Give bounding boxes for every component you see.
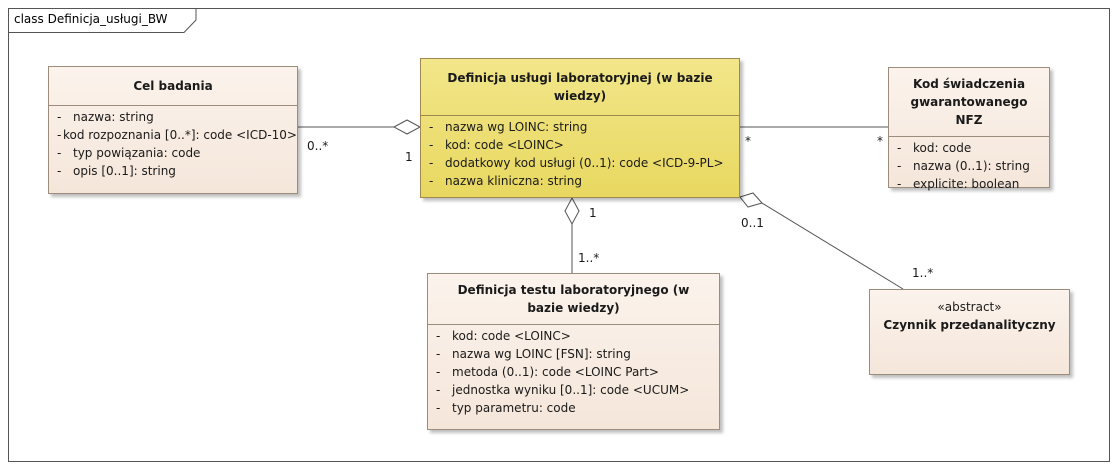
multiplicity-label: * <box>745 134 751 148</box>
class-czynnik-przedanalityczny[interactable]: «abstract» Czynnik przedanalityczny <box>869 289 1070 375</box>
stereotype: «abstract» <box>937 300 1002 314</box>
attribute: -opis [0..1]: string <box>57 164 176 178</box>
attribute: -nazwa (0..1): string <box>897 159 1030 173</box>
attribute: -metoda (0..1): code <LOINC Part> <box>436 365 659 379</box>
class-definicja-testu[interactable]: Definicja testu laboratoryjnego (w bazie… <box>427 273 720 430</box>
class-name: Definicja testu laboratoryjnego (w bazie… <box>428 274 719 325</box>
attribute: -nazwa wg LOINC: string <box>429 120 588 134</box>
attribute: -jednostka wyniku [0..1]: code <UCUM> <box>436 383 690 397</box>
attribute: -kod: code <LOINC> <box>436 329 571 343</box>
multiplicity-label: 0..1 <box>741 216 764 230</box>
multiplicity-label: 1 <box>405 150 413 164</box>
frame-tab <box>8 8 208 33</box>
aggregation-diamond-cel <box>392 119 422 135</box>
multiplicity-label: 1..* <box>578 251 600 265</box>
attribute-list: -nazwa: string -kod rozpoznania [0..*]: … <box>49 106 297 180</box>
attribute: -kod: code <LOINC> <box>429 138 564 152</box>
attribute: -kod rozpoznania [0..*]: code <ICD-10> <box>57 128 297 142</box>
attribute: -typ parametru: code <box>436 401 576 415</box>
class-name: Kod świadczenia gwarantowanego NFZ <box>889 68 1049 137</box>
class-name: Definicja usługi laboratoryjnej (w bazie… <box>421 59 739 116</box>
class-name: Czynnik przedanalityczny <box>883 318 1056 332</box>
attribute-list: -kod: code -nazwa (0..1): string -explic… <box>889 137 1049 193</box>
class-definicja-uslugi[interactable]: Definicja usługi laboratoryjnej (w bazie… <box>420 58 740 198</box>
aggregation-diamond-czynnik <box>739 192 763 208</box>
attribute: -typ powiązania: code <box>57 146 201 160</box>
multiplicity-label: * <box>877 134 883 148</box>
diagram-frame <box>8 8 1110 462</box>
multiplicity-label: 1 <box>589 206 597 220</box>
attribute: -explicite: boolean <box>897 177 1020 191</box>
class-cel-badania[interactable]: Cel badania -nazwa: string -kod rozpozna… <box>48 66 298 194</box>
attribute: -nazwa: string <box>57 110 154 124</box>
attribute: -dodatkowy kod usługi (0..1): code <ICD-… <box>429 156 724 170</box>
class-name: Cel badania <box>49 67 297 106</box>
multiplicity-label: 0..* <box>307 139 329 153</box>
attribute: -nazwa kliniczna: string <box>429 174 582 188</box>
attribute: -kod: code <box>897 141 972 155</box>
frame-label: class Definicja_usługi_BW <box>14 12 168 26</box>
aggregation-diamond-test <box>564 196 580 226</box>
class-kod-swiadczenia[interactable]: Kod świadczenia gwarantowanego NFZ -kod:… <box>888 67 1050 191</box>
assoc-definicja-czynnik <box>761 202 904 290</box>
attribute-list: -kod: code <LOINC> -nazwa wg LOINC [FSN]… <box>428 325 719 417</box>
multiplicity-label: 1..* <box>912 266 934 280</box>
attribute-list: -nazwa wg LOINC: string -kod: code <LOIN… <box>421 116 739 190</box>
attribute: -nazwa wg LOINC [FSN]: string <box>436 347 631 361</box>
class-name-block: «abstract» Czynnik przedanalityczny <box>870 290 1069 342</box>
